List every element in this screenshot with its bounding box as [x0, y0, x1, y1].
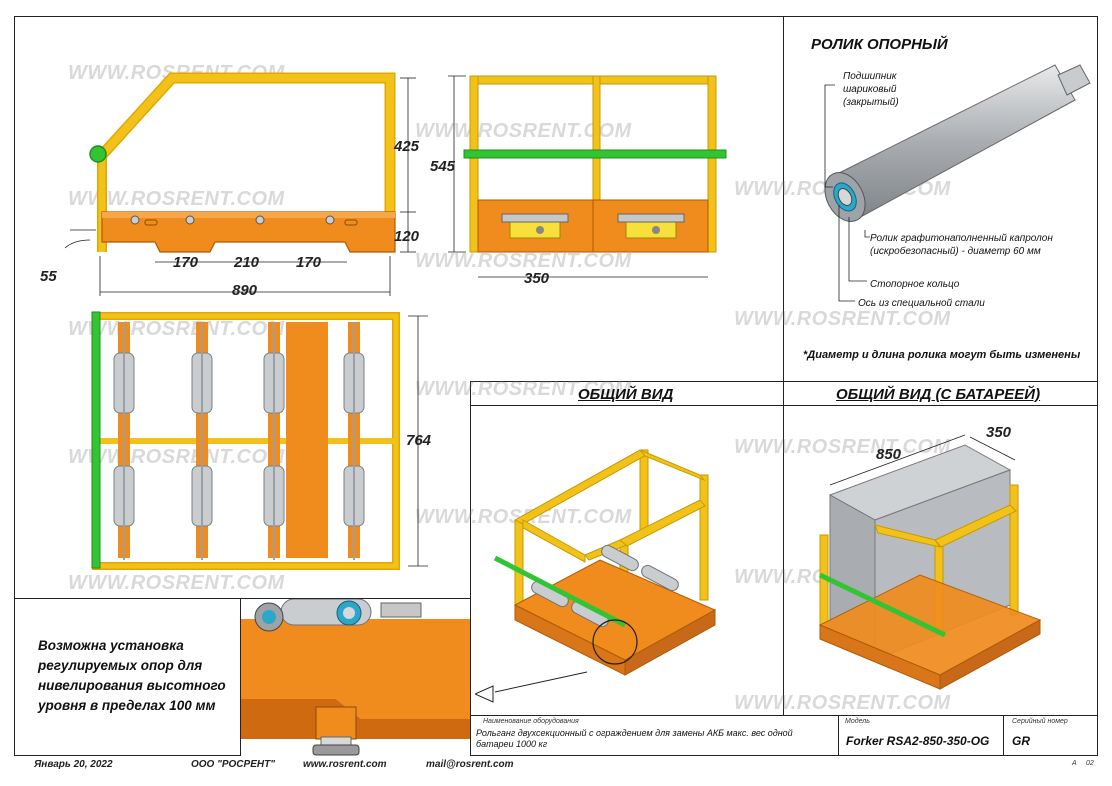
plan-view-drawing	[91, 311, 428, 570]
adjustable-feet-note: Возможна установка регулируемых опор для…	[38, 638, 226, 713]
dim-battery-length: 850	[876, 446, 902, 463]
watermark: WWW.ROSRENT.COM	[415, 250, 632, 272]
watermark: WWW.ROSRENT.COM	[68, 572, 285, 594]
roller-detail-drawing	[824, 64, 1091, 302]
dim-side-height-base: 120	[394, 228, 420, 245]
footer-company: ООО "РОСРЕНТ"	[191, 759, 275, 770]
dim-span-a: 170	[173, 254, 199, 271]
divider-views-mid	[783, 381, 784, 715]
view-title-general-battery: ОБЩИЙ ВИД (С БАТАРЕЕЙ)	[836, 386, 1041, 403]
dim-battery-width: 350	[986, 424, 1012, 441]
title-block-model-label: Модель	[845, 718, 870, 725]
title-block-name-value: Рольганг двухсекционный с ограждением дл…	[476, 728, 793, 749]
roller-label-roller: Ролик графитонаполненный капролон (искро…	[870, 233, 1053, 257]
watermark: WWW.ROSRENT.COM	[734, 308, 951, 330]
dim-span-b: 210	[234, 254, 260, 271]
footer-site-link[interactable]: www.rosrent.com	[303, 759, 387, 770]
adjustable-foot-detail	[241, 599, 470, 756]
side-view-drawing	[64, 72, 416, 296]
note-box-top	[14, 598, 470, 599]
divider-views-left	[470, 381, 471, 756]
sheet-number: 02	[1086, 760, 1094, 767]
divider-view-titles	[470, 405, 1098, 406]
view-title-general: ОБЩИЙ ВИД	[578, 386, 674, 403]
roller-footnote: *Диаметр и длина ролика могут быть измен…	[803, 349, 1081, 361]
title-block-serial-label: Серийный номер	[1012, 718, 1068, 725]
note-box-split	[240, 598, 241, 756]
dim-front-width: 350	[524, 270, 550, 287]
dim-span-c: 170	[296, 254, 322, 271]
sheet-format: A	[1072, 760, 1077, 767]
front-view-drawing	[448, 75, 727, 278]
title-block-name-label: Наименование оборудования	[483, 718, 579, 725]
dim-plan-width: 764	[406, 432, 432, 449]
footer-email-link[interactable]: mail@rosrent.com	[426, 759, 514, 770]
divider-right-col	[783, 16, 784, 381]
watermark: WWW.ROSRENT.COM	[415, 378, 632, 400]
roller-label-ring: Стопорное кольцо	[870, 279, 960, 290]
title-block-top	[470, 715, 1098, 716]
dim-length-total: 890	[232, 282, 258, 299]
title-block-split-b	[1003, 715, 1004, 756]
title-block-serial-value: GR	[1012, 734, 1030, 748]
watermark: WWW.ROSRENT.COM	[734, 692, 951, 714]
dim-offset-left: 55	[40, 268, 57, 285]
title-block-model-value: Forker RSA2-850-350-OG	[846, 734, 990, 748]
general-view-drawing	[475, 449, 717, 703]
footer-date: Январь 20, 2022	[34, 759, 113, 770]
watermark: WWW.ROSRENT.COM	[734, 436, 951, 458]
title-block-split-a	[838, 715, 839, 756]
watermark: WWW.ROSRENT.COM	[68, 188, 285, 210]
divider-views	[470, 381, 1098, 382]
drawing-sheet	[14, 16, 1098, 756]
general-battery-view-drawing	[818, 434, 1042, 690]
dim-side-height-total: 545	[430, 158, 456, 175]
watermark: WWW.ROSRENT.COM	[415, 120, 632, 142]
roller-label-bearing: Подшипник шариковый (закрытый)	[843, 71, 899, 108]
roller-label-axle: Ось из специальной стали	[858, 298, 985, 309]
dim-side-height-top: 425	[394, 138, 420, 155]
roller-section-title: РОЛИК ОПОРНЫЙ	[811, 36, 948, 53]
